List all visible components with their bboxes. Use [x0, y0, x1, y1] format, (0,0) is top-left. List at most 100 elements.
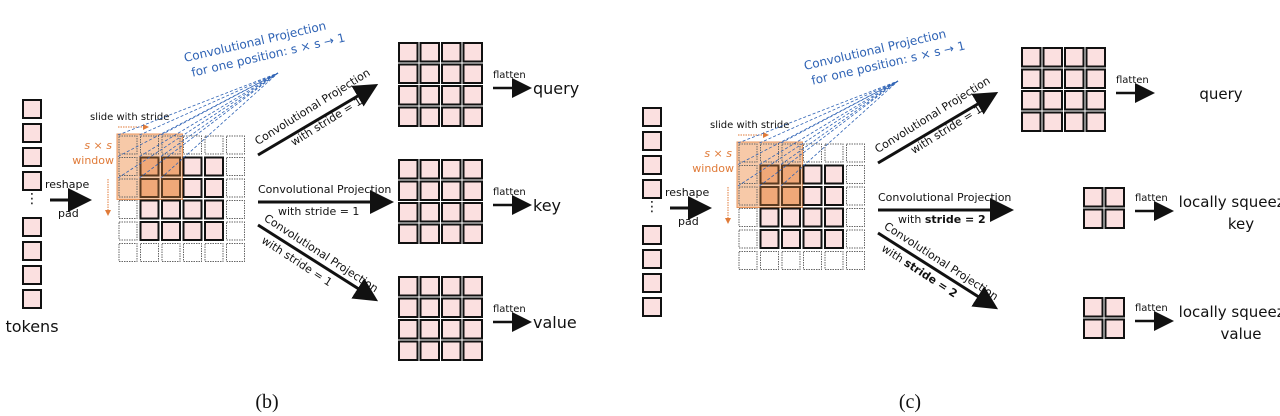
output-cell: [398, 42, 419, 63]
output-cell: [1064, 68, 1085, 89]
output-cell: [462, 180, 483, 201]
output-cell: [1083, 297, 1104, 318]
feature-cell: [781, 164, 801, 185]
output-cell: [398, 159, 419, 180]
output-cell: [462, 106, 483, 127]
projection-ray: [160, 72, 279, 136]
output-cell: [1021, 111, 1042, 132]
feature-cell: [824, 186, 844, 206]
pad-cell: [824, 143, 844, 163]
value-flatten-label: flatten: [493, 304, 526, 315]
output-cell: [419, 319, 440, 340]
pad-cell: [846, 208, 865, 227]
pad-cell: [803, 143, 822, 163]
pad-cell: [118, 178, 138, 198]
pad-cell: [738, 165, 758, 184]
output-cell: [441, 297, 462, 318]
pad-cell: [140, 243, 159, 262]
output-cell: [398, 63, 419, 84]
output-cell: [441, 223, 462, 244]
pad-cell: [204, 135, 224, 155]
caption-b: (b): [255, 391, 278, 413]
feature-cell: [802, 164, 823, 185]
window-label: window: [72, 154, 114, 167]
feature-cell: [204, 221, 224, 241]
pad-cell: [118, 135, 138, 155]
query-output-label: query: [1199, 85, 1242, 103]
output-cell: [398, 319, 419, 340]
window-size-label: s × s: [704, 147, 732, 160]
output-cell: [462, 85, 483, 106]
window-size-label: s × s: [84, 139, 112, 152]
token-cell: [22, 265, 42, 285]
pad-cell: [846, 251, 865, 270]
value-output-label-line2: value: [1221, 325, 1262, 343]
output-cell: [441, 340, 462, 361]
feature-cell: [802, 229, 823, 249]
feature-cell: [781, 207, 801, 228]
feature-cell: [139, 221, 160, 241]
key-proj-label: Convolutional Projection: [878, 191, 1011, 204]
key-flatten-label: flatten: [493, 187, 526, 198]
pad-cell: [738, 208, 758, 227]
projection-ray: [759, 80, 899, 187]
feature-cell: [182, 156, 203, 177]
feature-cell: [204, 178, 224, 198]
output-cell: [462, 276, 483, 297]
output-cell: [1104, 187, 1125, 208]
pad-cell: [118, 200, 138, 219]
output-cell: [441, 42, 462, 63]
pad-cell: [226, 200, 245, 219]
output-cell: [1064, 47, 1085, 68]
output-cell: [398, 340, 419, 361]
output-cell: [462, 159, 483, 180]
output-cell: [462, 202, 483, 223]
feature-cell: [781, 229, 801, 249]
value-output-label-line1: locally squeezed: [1179, 303, 1280, 321]
output-cell: [1064, 90, 1085, 111]
output-cell: [419, 159, 440, 180]
token-cell: [22, 171, 42, 191]
feature-cell: [161, 199, 181, 220]
feature-cell: [759, 229, 780, 249]
pad-cell: [118, 221, 138, 241]
query-projection-arrow: [257, 83, 379, 157]
output-cell: [441, 63, 462, 84]
pad-cell: [183, 135, 202, 155]
query-projection-arrow: [877, 91, 999, 165]
value-output-grid: [398, 276, 483, 361]
feature-cell: [781, 186, 801, 206]
output-cell: [441, 106, 462, 127]
caption-c: (c): [899, 391, 921, 413]
pad-cell: [846, 229, 865, 249]
output-cell: [1085, 90, 1106, 111]
key-proj-label: Convolutional Projection: [258, 183, 391, 196]
output-cell: [419, 85, 440, 106]
projection-ray: [759, 80, 899, 165]
token-cell: [642, 131, 662, 151]
output-cell: [441, 276, 462, 297]
pad-cell: [846, 143, 865, 163]
output-cell: [462, 42, 483, 63]
feature-cell: [139, 156, 160, 177]
pad-label: pad: [678, 215, 699, 228]
output-cell: [398, 180, 419, 201]
output-cell: [1083, 187, 1104, 208]
query-output-grid: [1021, 47, 1106, 132]
output-cell: [441, 159, 462, 180]
output-cell: [1085, 111, 1106, 132]
output-cell: [1042, 90, 1063, 111]
feature-cell: [161, 156, 181, 177]
pad-cell: [226, 178, 245, 198]
feature-cell: [139, 178, 160, 198]
token-cell: [642, 225, 662, 245]
value-projection-arrow: [877, 231, 999, 310]
pad-cell: [738, 186, 758, 206]
ellipsis: ⋮: [25, 191, 39, 207]
pad-cell: [846, 165, 865, 184]
projection-ray: [160, 72, 279, 179]
output-cell: [1085, 68, 1106, 89]
output-cell: [1085, 47, 1106, 68]
projection-ray: [117, 72, 279, 179]
